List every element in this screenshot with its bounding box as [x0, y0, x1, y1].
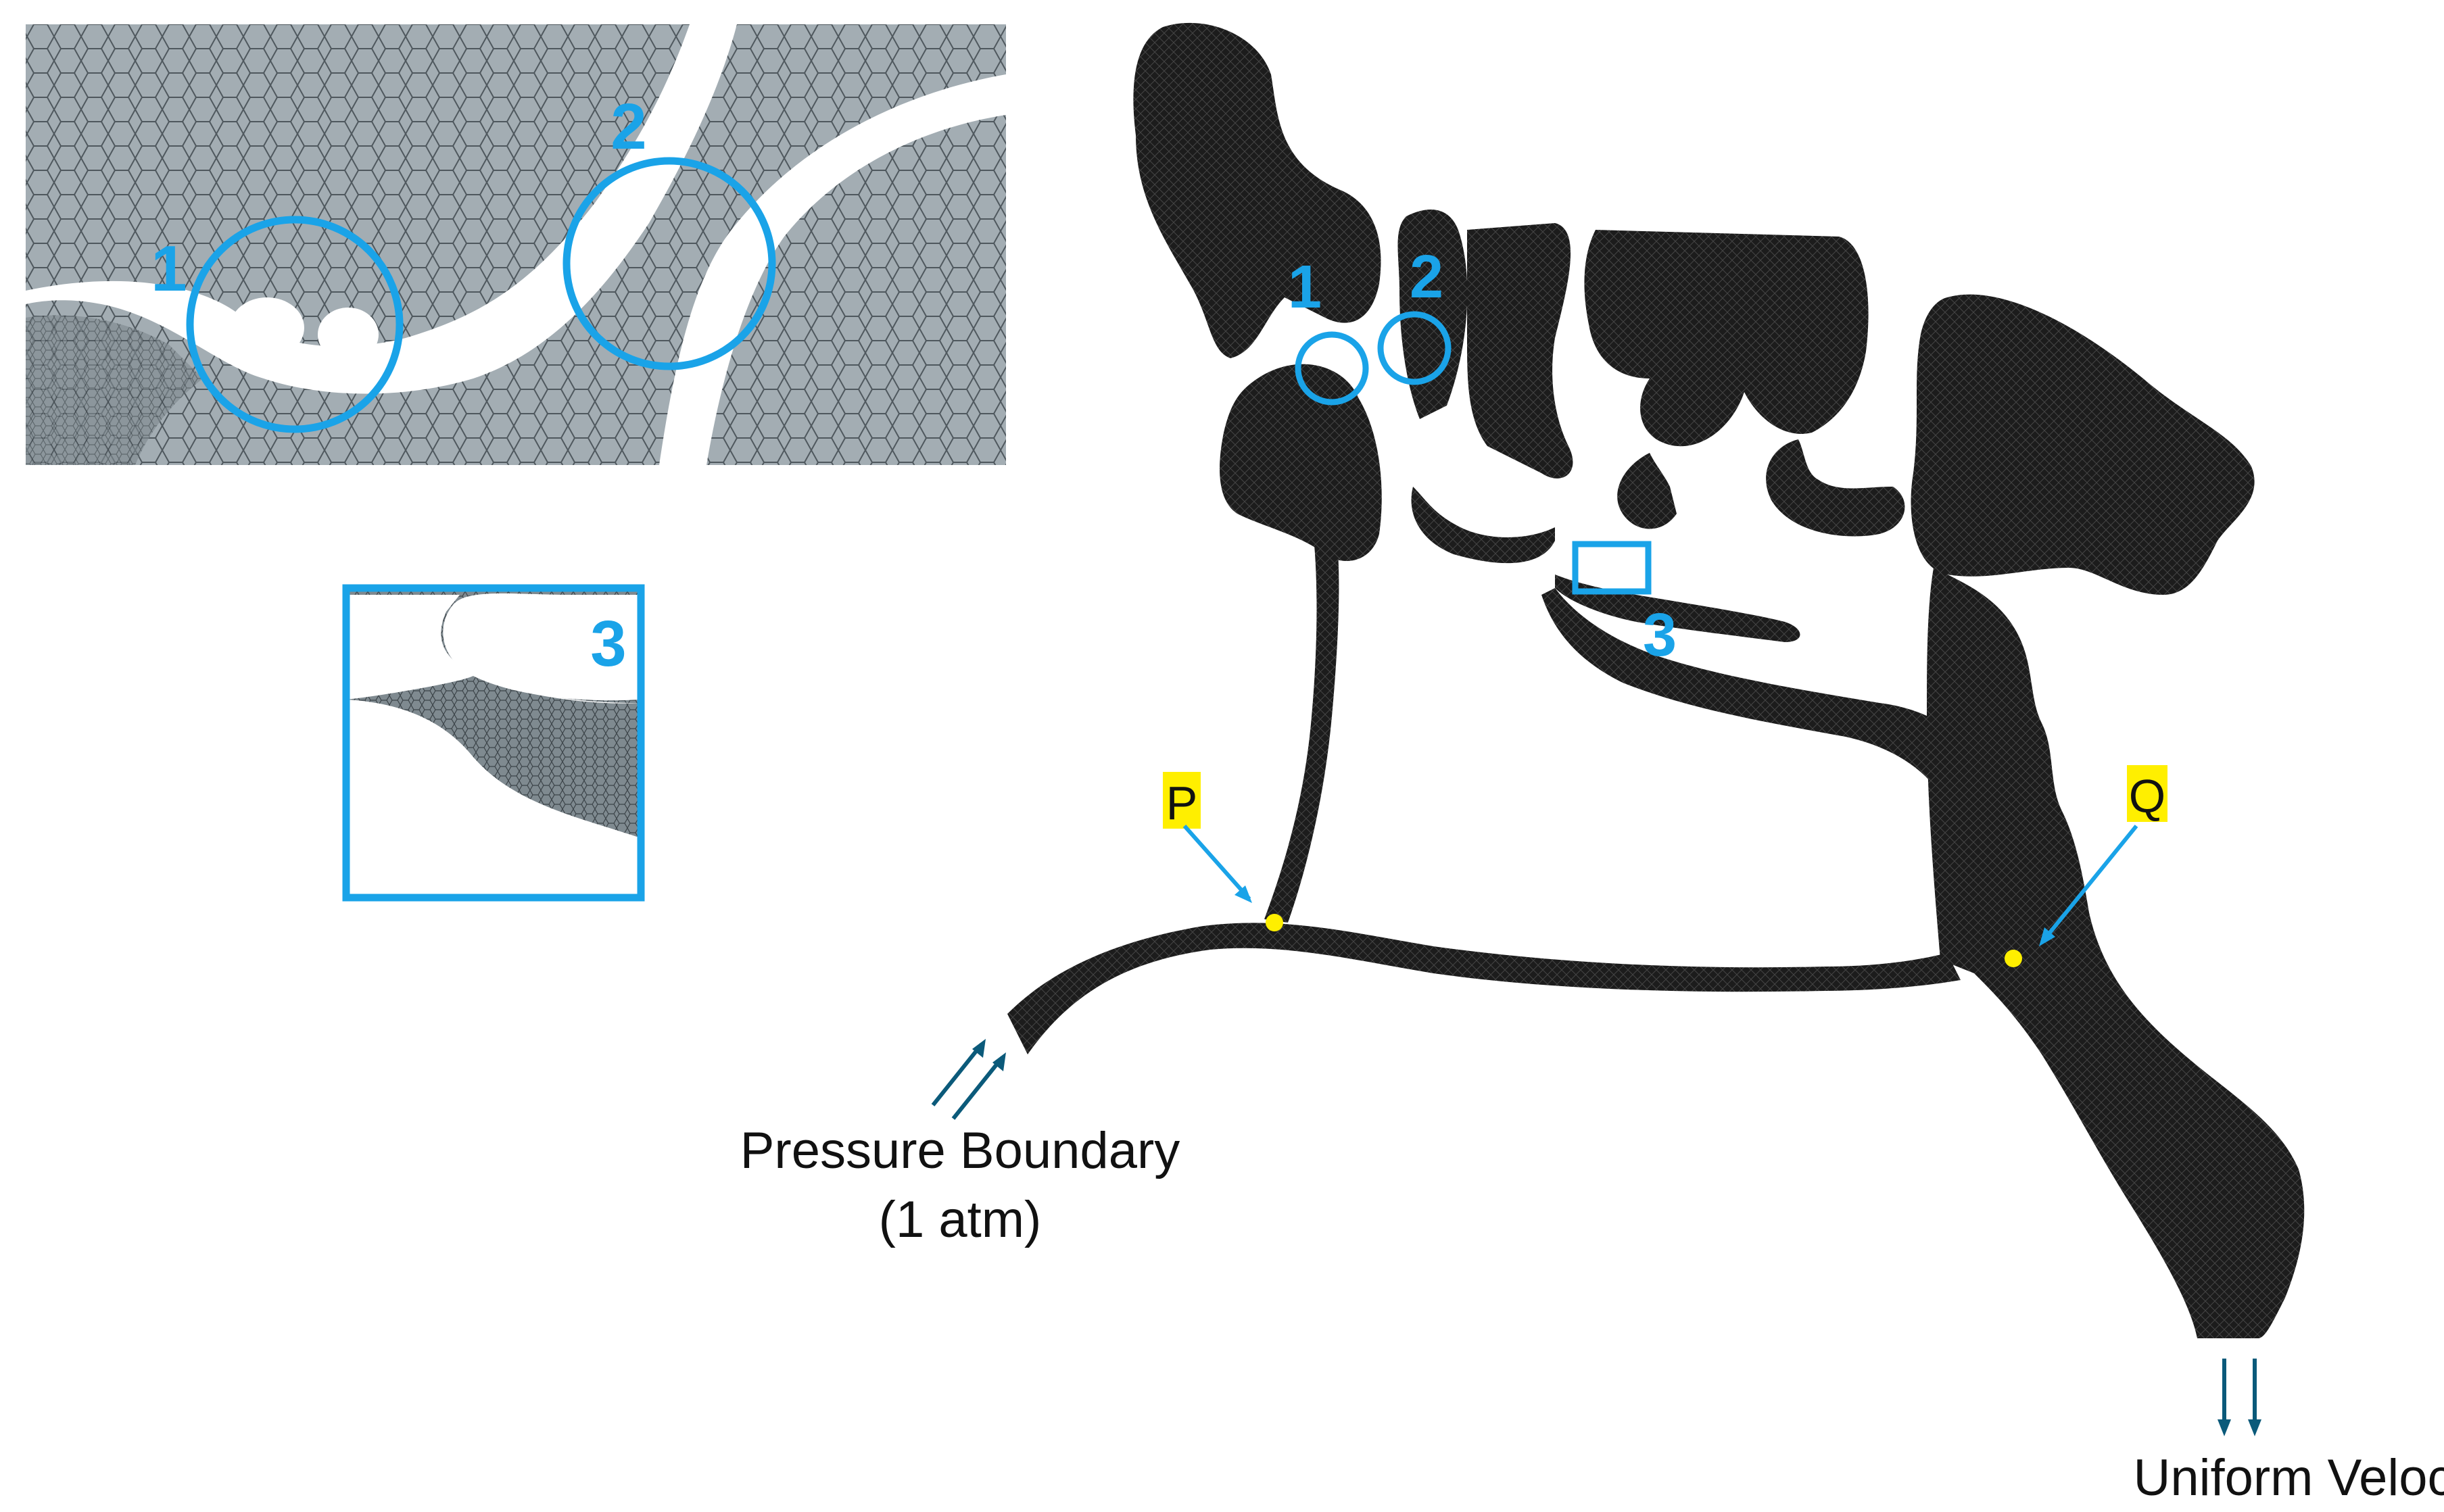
main-highlight-circle-1 [1295, 331, 1369, 406]
inlet-boundary: Pressure Boundary (1 atm) [740, 1039, 1180, 1248]
middle-turbinate-scroll [1617, 439, 1905, 537]
outlet-arrowhead [2248, 1419, 2261, 1436]
middle-block [1397, 210, 1468, 419]
point-p-label: P [1166, 777, 1198, 829]
outlet-label: Uniform Velocity [2133, 1449, 2444, 1507]
highlight-circle-1 [186, 216, 404, 433]
vertical-duct [1264, 520, 1339, 923]
point-q-marker [2005, 950, 2022, 967]
inlet-label-line1: Pressure Boundary [740, 1122, 1180, 1179]
point-q-arrow [2041, 825, 2138, 942]
inset-airway-gap [26, 24, 737, 394]
main-label-1: 1 [1288, 253, 1322, 321]
main-highlight-circle-2 [1377, 311, 1452, 385]
zoom-inset-3: 3 [342, 584, 645, 902]
inlet-label-line2: (1 atm) [879, 1191, 1042, 1248]
inset3-frame [342, 584, 645, 902]
ethmoid-region [1467, 223, 1573, 479]
inlet-arrowhead [992, 1052, 1006, 1071]
nasal-cavity-geometry [1007, 22, 2305, 1338]
inlet-arrowhead [972, 1039, 986, 1058]
zoom-label-2: 2 [610, 91, 646, 163]
zoom-label-3-inset: 3 [590, 608, 626, 680]
ethmoid-region [1584, 230, 1869, 447]
zoom-inset-1-2: 1 2 [26, 24, 1006, 465]
main-label-2: 2 [1410, 243, 1443, 311]
probe-point-q: Q [2005, 765, 2167, 967]
main-label-3: 3 [1643, 602, 1677, 669]
inset3-white-pocket [443, 593, 641, 701]
inset-bubble [318, 308, 379, 362]
point-q-label-bg [2127, 765, 2167, 822]
inset-airway-gap [659, 74, 1006, 465]
main-highlight-rect-3 [1572, 541, 1652, 595]
point-p-arrow [1182, 825, 1251, 900]
inset-bubble [230, 297, 304, 358]
sphenoid-sinus [1911, 294, 2255, 595]
point-p-label-bg [1163, 772, 1201, 829]
outlet-arrowhead [2218, 1419, 2231, 1436]
anterior-turbinate [1220, 364, 1382, 561]
inlet-arrow [931, 1043, 984, 1106]
main-highlights: 1 2 3 [1288, 243, 1677, 669]
inset-airway-gap [26, 315, 203, 465]
point-q-label: Q [2129, 770, 2165, 823]
frontal-sinus [1133, 22, 1381, 358]
point-p-marker [1266, 914, 1283, 931]
zoom-label-1: 1 [151, 233, 187, 305]
point-p-arrowhead [1235, 885, 1252, 903]
highlight-circle-2 [562, 157, 776, 370]
inferior-meatus [1007, 923, 1961, 1054]
inlet-arrow [951, 1056, 1004, 1120]
outlet-boundary: Uniform Velocity [2133, 1359, 2444, 1507]
airway-loop [1541, 588, 2007, 967]
nasopharynx [1927, 568, 2305, 1338]
nasal-passage-upper [1411, 487, 1555, 564]
inset-mesh-background [26, 24, 1006, 465]
probe-point-p: P [1163, 772, 1283, 931]
point-q-arrowhead [2039, 927, 2055, 946]
